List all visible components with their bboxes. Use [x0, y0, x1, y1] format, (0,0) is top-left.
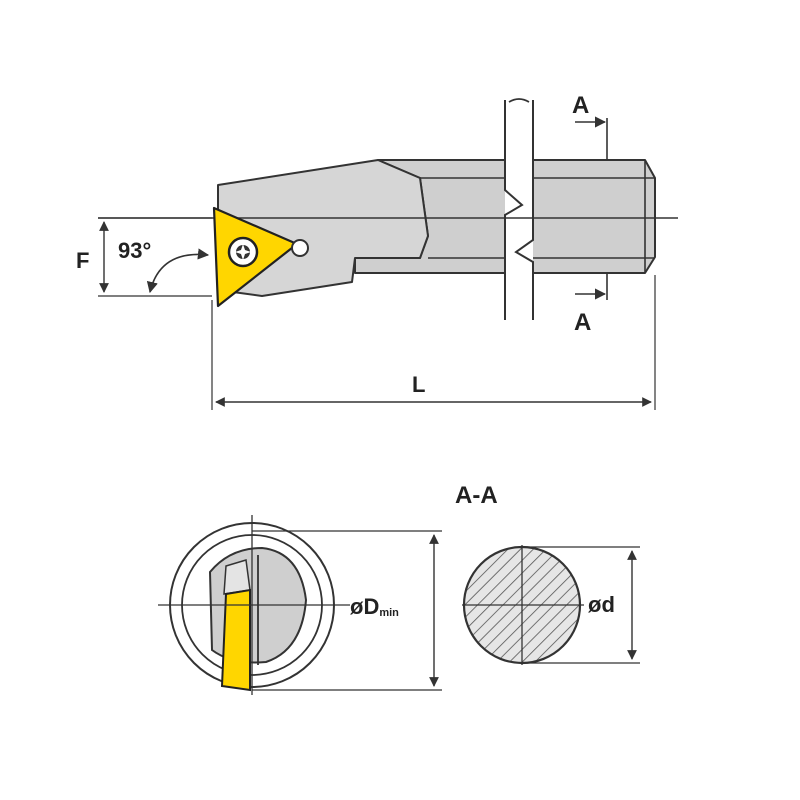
section-mark-top: A [572, 92, 589, 119]
length-label: L [412, 372, 425, 397]
min-bore-label: øDmin [350, 594, 399, 619]
break-gap [505, 100, 533, 320]
section-title: A-A [455, 482, 498, 509]
angle-label: 93° [118, 238, 151, 263]
break-line-icon [504, 100, 534, 320]
end-view: øDmin [158, 515, 442, 695]
break-line-top-cap [508, 98, 530, 103]
section-mark-bottom: A [574, 309, 591, 336]
side-view: F 93° L A A [76, 92, 678, 410]
clamp-hole [291, 239, 309, 257]
angle-arc [146, 248, 210, 294]
shank-diameter-label: ød [588, 592, 615, 617]
offset-label: F [76, 248, 89, 273]
bar-end-inner-profile [223, 559, 251, 595]
min-bore-prefix: øD [350, 594, 379, 619]
insert-end-view [220, 588, 251, 692]
min-bore-subscript: min [379, 607, 399, 619]
section-a-a: A-A ød [455, 482, 640, 665]
